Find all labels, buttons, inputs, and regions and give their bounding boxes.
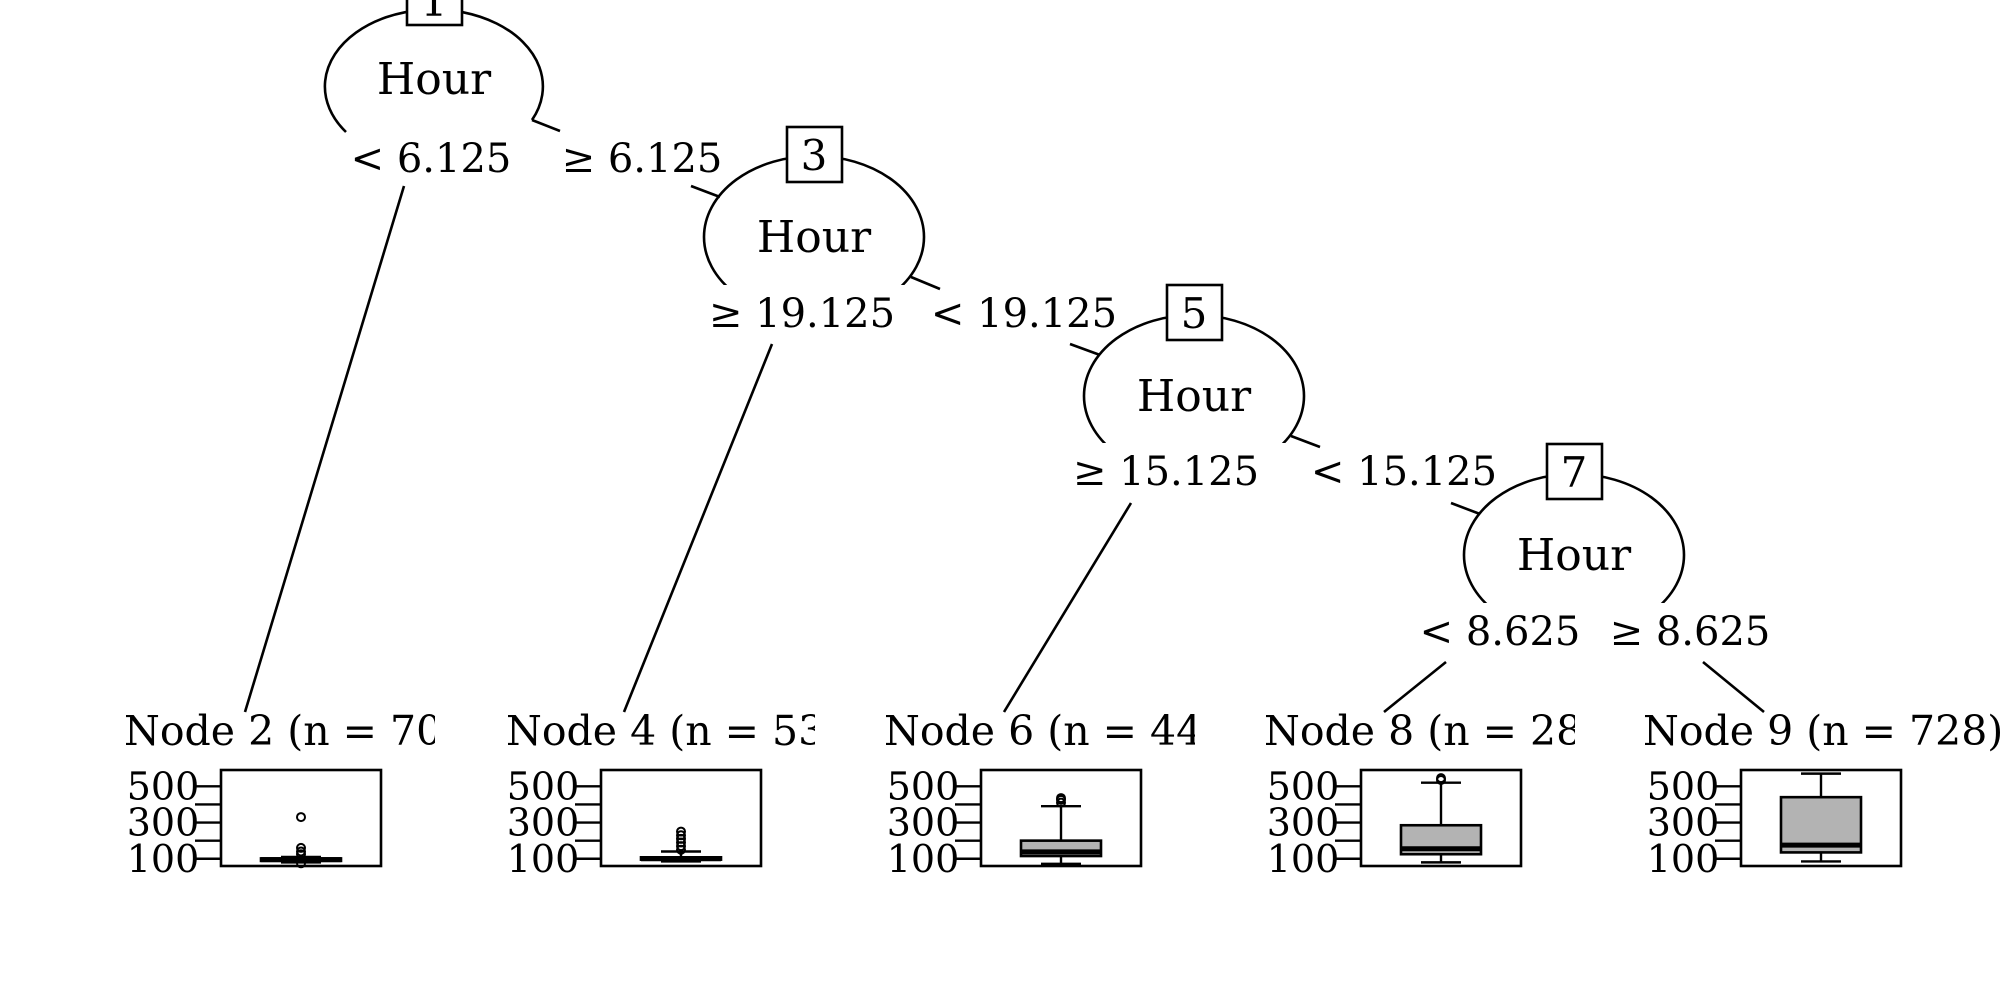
inner-node-7: 7 Hour [1462, 442, 1686, 653]
node-2-axis-label-500: 500 [127, 764, 200, 808]
edge-1-to-2 [243, 185, 406, 713]
inner-node-5: 5 Hour [1082, 283, 1306, 493]
node-8-axis-label-100: 100 [1267, 837, 1340, 881]
edge-5-to-7-upper [1290, 434, 1321, 449]
edge-5-right-label: < 15.125 [1311, 449, 1497, 495]
terminal-node-8-title: Node 8 (n = 28 [1264, 707, 1582, 755]
edge-7-right-label: ≥ 8.625 [1610, 609, 1771, 655]
node-1-variable: Hour [377, 54, 492, 105]
node-4-outlier-5 [676, 830, 686, 841]
node-2-axis-label-300: 300 [127, 801, 200, 845]
edge-3-left-label: ≥ 19.125 [709, 291, 895, 337]
terminal-node-2-title: Node 2 (n = 70 [124, 707, 442, 755]
node-2-axis-label-100: 100 [127, 837, 200, 881]
node-3-variable: Hour [757, 212, 872, 263]
node-6-axis-label-500: 500 [887, 764, 960, 808]
node-8-axis-label-500: 500 [1267, 764, 1340, 808]
edge-5-to-7-lower [1450, 501, 1481, 516]
edge-1-to-3-upper [531, 118, 561, 133]
terminal-node-9-title: Node 9 (n = 728) [1643, 707, 2000, 755]
node-2-outlier-3 [296, 842, 306, 853]
inner-node-1: 1 Hour [323, 0, 545, 133]
node-2-outlier-4 [296, 812, 306, 823]
node-5-id-box [1165, 283, 1224, 342]
node-4-axis-label-100: 100 [507, 837, 580, 881]
node-9-axis-label-300: 300 [1647, 801, 1720, 845]
node-6-axis-label-100: 100 [887, 837, 960, 881]
node-7-id-box [1545, 442, 1604, 501]
edge-7-to-8 [1383, 660, 1447, 714]
node-2-outlier-2 [296, 846, 306, 857]
terminal-boxplots: 1003005001003005001003005001003005001003… [127, 764, 1903, 881]
edge-7-left-label: < 8.625 [1420, 609, 1581, 655]
edge-1-right-label: ≥ 6.125 [562, 136, 723, 182]
edge-1-to-3-lower [690, 184, 721, 199]
edge-3-to-5-lower [1069, 342, 1101, 357]
node-4-axis-label-500: 500 [507, 764, 580, 808]
node-1-id-box [405, 0, 464, 27]
edge-5-left-label: ≥ 15.125 [1073, 449, 1259, 495]
node-3-id-box [785, 125, 844, 184]
node-1-id: 1 [421, 0, 448, 26]
node-6-axis-label-300: 300 [887, 801, 960, 845]
edge-1-left-label: < 6.125 [351, 136, 512, 182]
edge-3-right-label: < 19.125 [931, 291, 1117, 337]
edge-7-to-9 [1702, 660, 1765, 714]
edge-5-to-6 [1002, 502, 1133, 713]
node-4-outlier-6 [676, 826, 686, 837]
node-2-outlier-5 [296, 858, 306, 869]
node-7-variable: Hour [1517, 530, 1632, 581]
node-8-outlier-2 [1436, 773, 1446, 784]
node-4-axis-label-300: 300 [507, 801, 580, 845]
node-6-outlier-3 [1056, 793, 1066, 804]
node-3-id: 3 [801, 131, 828, 180]
inner-node-3: 3 Hour [702, 125, 926, 335]
terminal-node-6-title: Node 6 (n = 44 [884, 707, 1202, 755]
node-9-axis-label-100: 100 [1647, 837, 1720, 881]
node-5-variable: Hour [1137, 371, 1252, 422]
terminal-node-4-title: Node 4 (n = 53 [506, 707, 824, 755]
edge-3-to-5-upper [910, 275, 941, 291]
node-8-axis-label-300: 300 [1267, 801, 1340, 845]
node-9-axis-label-500: 500 [1647, 764, 1720, 808]
edge-3-to-4 [622, 343, 774, 713]
node-7-id: 7 [1561, 448, 1588, 497]
node-5-id: 5 [1181, 289, 1208, 338]
